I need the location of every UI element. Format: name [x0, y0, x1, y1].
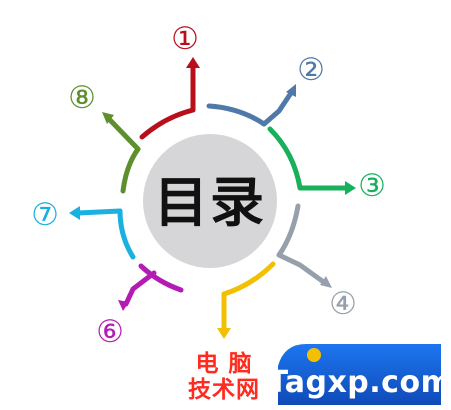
ring-segment-5	[221, 261, 276, 297]
connector-5	[217, 291, 231, 339]
center-circle	[143, 134, 277, 268]
watermark-badge-dot	[307, 348, 321, 362]
connector-8	[102, 112, 141, 152]
toc-labels: ① ② ③ ④ ⑥ ⑦ ⑧	[31, 21, 386, 350]
toc-label-7: ⑦	[31, 197, 59, 233]
center-title: 目录	[154, 171, 266, 234]
watermark: 电 脑 技术网 Tagxp.com	[172, 344, 451, 405]
toc-label-3: ③	[358, 168, 386, 204]
ring-segment-3	[267, 126, 303, 191]
connector-2	[261, 84, 296, 127]
connector-1	[186, 57, 200, 113]
toc-label-4: ④	[329, 286, 357, 322]
connector-3	[297, 181, 356, 195]
watermark-english: Tagxp.com	[268, 365, 451, 400]
watermark-chinese-bg	[172, 346, 276, 402]
connector-7	[69, 206, 123, 220]
ring-segment-7	[117, 208, 136, 260]
watermark-chinese-bottom: 技术网	[188, 377, 260, 403]
connectors	[69, 57, 356, 339]
toc-label-1: ①	[171, 21, 199, 57]
toc-label-6: ⑥	[96, 314, 124, 350]
toc-label-8: ⑧	[68, 80, 96, 116]
toc-label-2: ②	[297, 52, 325, 88]
outer-ring	[117, 103, 303, 297]
ring-segment-2	[206, 103, 267, 127]
ring-segment-6	[138, 263, 184, 293]
ring-segment-4	[276, 203, 301, 258]
connector-4	[276, 252, 332, 288]
connector-6	[118, 270, 157, 311]
ring-segment-8	[120, 146, 141, 194]
ring-segment-1	[139, 107, 196, 140]
watermark-chinese-top: 电 脑	[195, 350, 252, 377]
